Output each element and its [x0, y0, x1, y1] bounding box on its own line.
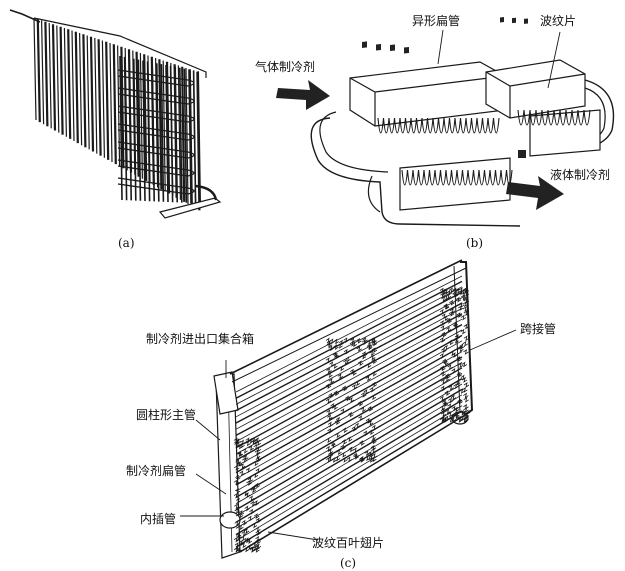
fig-b-caption: (b)	[466, 236, 484, 250]
label-liquid-refrigerant: 液体制冷剂	[550, 168, 611, 182]
label-corrugated-fin: 波纹片	[540, 14, 577, 28]
label-shaped-flat-tube: 异形扁管	[412, 14, 461, 28]
label-refrigerant-flat-tube: 制冷剂扁管	[126, 464, 187, 478]
label-gas-refrigerant: 气体制冷剂	[255, 60, 316, 74]
label-header-box: 制冷剂进出口集合箱	[146, 332, 255, 346]
label-jumper-tube: 跨接管	[520, 322, 557, 336]
label-louvered-fin: 波纹百叶翅片	[312, 536, 385, 550]
fig-a-caption: (a)	[118, 236, 135, 250]
label-cylindrical-main-tube: 圆柱形主管	[136, 408, 197, 422]
fig-c-caption: (c)	[340, 556, 357, 570]
label-insert-tube: 内插管	[140, 512, 177, 526]
